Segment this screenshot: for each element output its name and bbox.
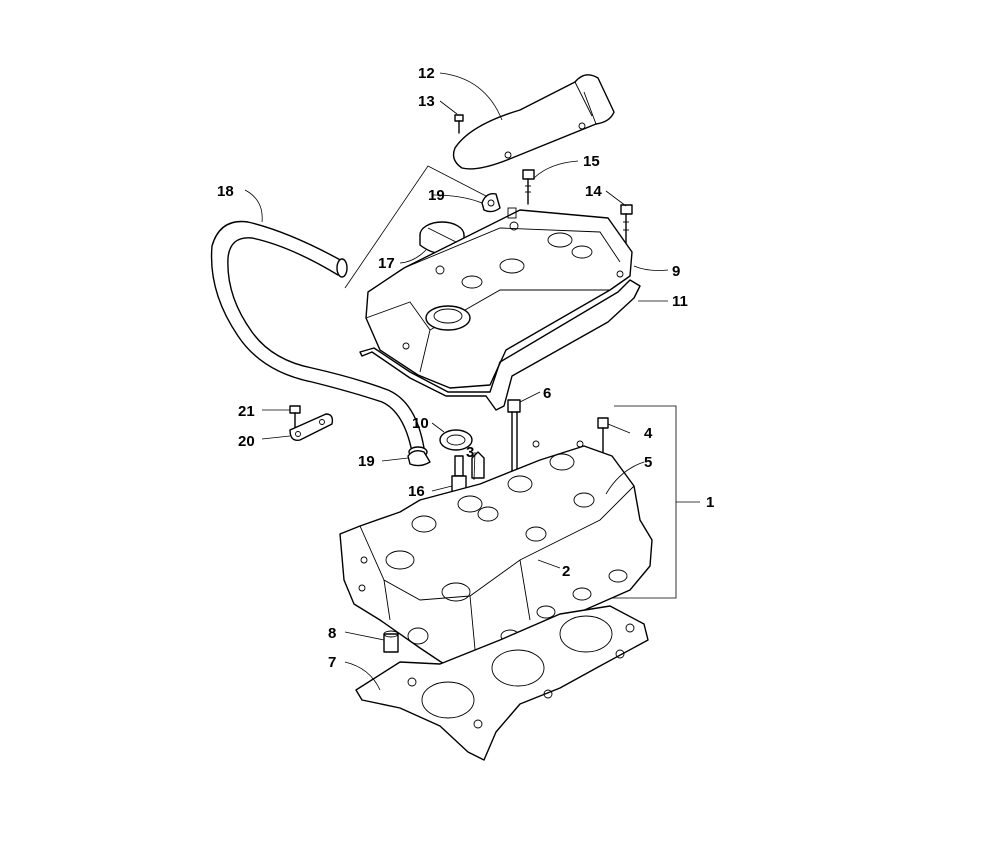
leader-lines bbox=[244, 72, 669, 691]
callout-17: 17 bbox=[378, 255, 395, 272]
callout-9: 9 bbox=[672, 263, 680, 280]
callout-5: 5 bbox=[644, 454, 652, 471]
callout-2: 2 bbox=[562, 563, 570, 580]
callout-19-upper: 19 bbox=[428, 187, 445, 204]
part-10-seal bbox=[439, 429, 473, 451]
callout-11: 11 bbox=[672, 293, 688, 310]
callout-18: 18 bbox=[217, 183, 234, 200]
callout-3: 3 bbox=[466, 444, 474, 461]
callout-1: 1 bbox=[706, 494, 714, 511]
part-13-screw bbox=[454, 114, 464, 134]
callout-21: 21 bbox=[238, 403, 255, 420]
part-09-valve-cover bbox=[365, 207, 633, 389]
part-12-cover-trim bbox=[452, 74, 615, 170]
part-18-breather-hose bbox=[210, 220, 428, 458]
part-19-clamp-lower bbox=[407, 449, 431, 467]
callout-12: 12 bbox=[418, 65, 435, 82]
callout-8: 8 bbox=[328, 625, 336, 642]
callout-7: 7 bbox=[328, 654, 336, 671]
callout-10: 10 bbox=[412, 415, 429, 432]
part-01-cylinder-head bbox=[339, 440, 653, 691]
callout-13: 13 bbox=[418, 93, 435, 110]
part-20-bracket bbox=[289, 413, 334, 441]
group-lines-17-19 bbox=[344, 165, 487, 289]
callout-labels: 12 13 15 14 18 19 17 9 11 6 21 10 4 20 3… bbox=[217, 65, 714, 671]
part-15-bolt bbox=[522, 169, 535, 205]
callout-20: 20 bbox=[238, 433, 255, 450]
callout-19-lower: 19 bbox=[358, 453, 375, 470]
part-19-clamp-upper bbox=[481, 193, 501, 213]
part-07-head-gasket bbox=[355, 605, 649, 761]
callout-14: 14 bbox=[585, 183, 602, 200]
part-08-dowel bbox=[383, 630, 399, 653]
callout-15: 15 bbox=[583, 153, 600, 170]
callout-16: 16 bbox=[408, 483, 425, 500]
callout-6: 6 bbox=[543, 385, 551, 402]
part-14-bolt bbox=[620, 204, 633, 244]
part-01-group-bracket bbox=[612, 405, 700, 599]
part-11-cover-gasket bbox=[359, 279, 641, 411]
callout-4: 4 bbox=[644, 425, 653, 442]
